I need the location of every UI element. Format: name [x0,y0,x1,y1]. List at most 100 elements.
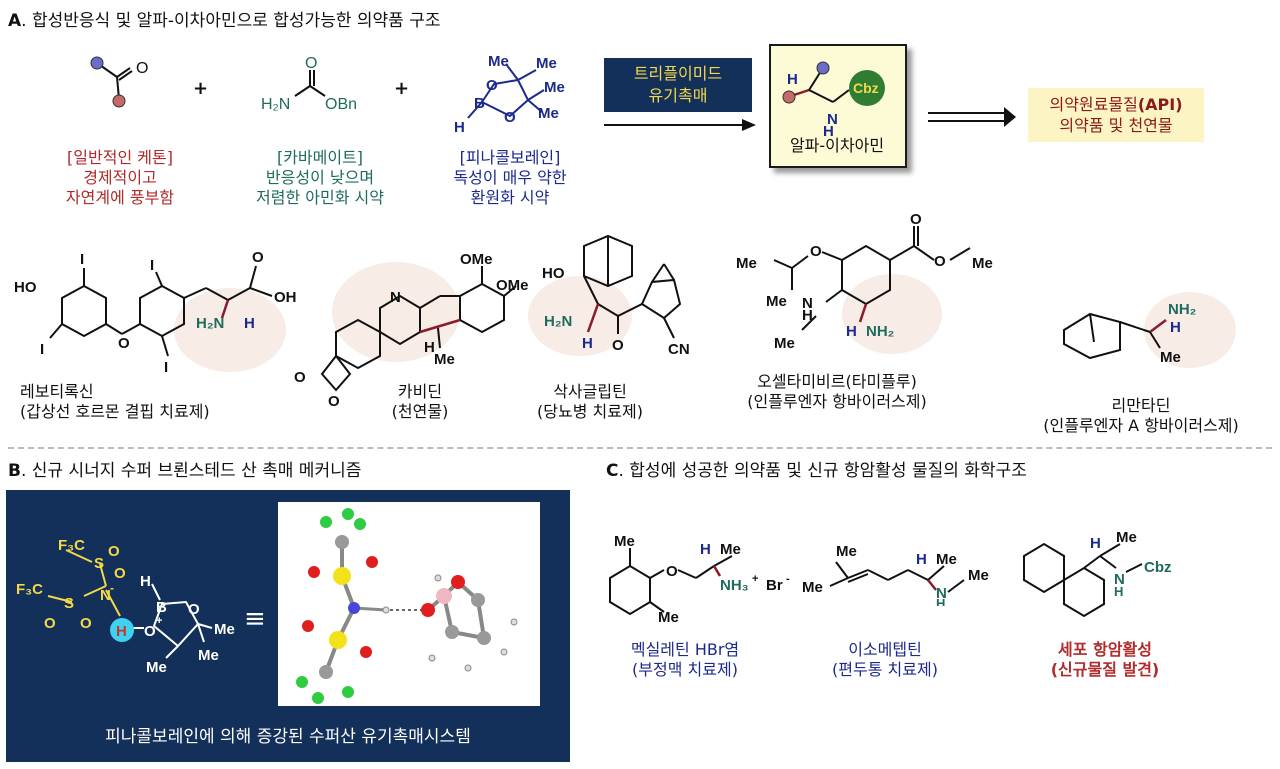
equivalence-sign: ≡ [244,604,266,634]
svg-text:F₃C: F₃C [16,581,43,598]
svg-text:O: O [44,615,56,632]
svg-text:+: + [752,573,758,585]
pinacolborane-structure: Me Me Me Me O O B H [454,53,565,136]
svg-text:HO: HO [14,279,37,296]
svg-text:N: N [1114,571,1125,588]
svg-text:Me: Me [536,55,557,72]
svg-text:S: S [64,595,74,612]
svg-text:Me: Me [146,659,167,676]
svg-text:H: H [1090,535,1101,552]
carbidine-label: 카비딘(천연물) [391,382,449,421]
oseltamivir-label: 오셀타미비르(타미플루)(인플루엔자 항바이러스제) [747,372,927,411]
svg-text:OH: OH [274,289,297,306]
svg-text:-: - [110,581,114,595]
svg-text:HO: HO [542,265,565,282]
svg-text:B: B [156,599,167,616]
svg-text:Me: Me [720,541,741,558]
mechanism-caption: 피나콜보레인에 의해 증강된 수퍼산 유기촉매시스템 [105,727,471,747]
svg-text:O: O [80,615,92,632]
svg-text:O: O [910,211,922,228]
product-label: 알파-이차아민 [789,136,885,155]
svg-text:OMe: OMe [496,277,529,294]
svg-text:I: I [80,251,84,268]
isometheptene-structure: Me Me H Me N H Me [802,543,989,606]
svg-text:O: O [305,56,317,72]
svg-text:H₂N: H₂N [544,313,572,330]
svg-text:Me: Me [198,647,219,664]
svg-text:O: O [328,393,340,410]
carbamate-structure: O H₂N OBn [261,56,357,113]
svg-text:O: O [666,563,678,580]
svg-text:+: + [156,615,162,627]
section-b-title: B. 신규 시너지 수퍼 브뢴스테드 산 촉매 메커니즘 [8,461,362,481]
svg-text:O: O [504,109,516,126]
svg-text:N: N [100,587,111,604]
svg-text:NH₂: NH₂ [1168,301,1196,318]
svg-text:Me: Me [434,351,455,368]
mechanism-structure: F₃C S O O N - F₃C S O O H O + H B O Me M… [16,537,235,676]
svg-text:OBn: OBn [325,96,357,113]
saxagliptin-label: 삭사글립틴(당뇨병 치료제) [537,382,643,421]
svg-text:H: H [916,551,927,568]
svg-text:N: N [827,111,838,128]
svg-text:B: B [474,95,485,112]
reaction-arrow [604,119,756,131]
section-a-title: A. 합성반응식 및 알파-이차아민으로 합성가능한 의약품 구조 [8,11,441,31]
saxagliptin-structure: HO H₂N H O CN [528,234,690,358]
svg-text:NH₂: NH₂ [866,323,894,340]
svg-text:O: O [108,543,120,560]
svg-text:O: O [294,369,306,386]
api-box: 의약원료물질(API) 의약품 및 천연물 [1028,88,1204,142]
svg-text:Me: Me [614,533,635,550]
svg-text:Me: Me [736,255,757,272]
svg-text:Cbz: Cbz [853,80,879,96]
alpha-secondary-amine-box [769,44,907,168]
levothyroxine-structure: HO I I O I I O OH H₂N H [14,249,297,376]
section-divider [8,447,1272,449]
svg-text:H: H [936,596,945,606]
svg-text:I: I [164,359,168,376]
plus-sign: + [193,78,209,99]
svg-text:-: - [786,573,790,585]
svg-text:H: H [424,339,435,356]
svg-text:N: N [936,585,947,602]
anticancer-compound-structure: H Me N H Cbz [1023,529,1172,618]
rimantadine-structure: NH₂ H Me [1063,292,1236,368]
svg-text:H: H [244,315,255,332]
svg-text:Me: Me [968,567,989,584]
svg-text:Br: Br [766,577,783,594]
ketone-structure: O [90,56,148,108]
isometheptene-label: 이소메텝틴(편두통 치료제) [832,640,938,679]
svg-text:O: O [118,335,130,352]
svg-text:CN: CN [668,341,690,358]
svg-text:I: I [150,257,154,274]
svg-text:H: H [454,119,465,136]
svg-text:O: O [144,623,156,640]
svg-text:N: N [390,289,401,306]
svg-text:H₂N: H₂N [261,96,290,113]
svg-text:O: O [486,77,498,94]
svg-text:Me: Me [1160,349,1181,366]
carbidine-structure: N H Me OMe OMe O O [294,251,529,410]
mexiletine-label: 멕실레틴 HBr염(부정맥 치료제) [630,640,740,679]
ball-stick-model [296,508,518,704]
svg-text:NH₃: NH₃ [720,577,749,594]
oseltamivir-structure: O O Me O Me Me N H Me H NH₂ [736,211,993,354]
svg-text:Me: Me [538,105,559,122]
svg-text:Me: Me [836,543,857,560]
svg-text:Me: Me [488,53,509,70]
svg-text:H: H [846,323,857,340]
svg-text:H: H [700,541,711,558]
svg-text:O: O [136,60,148,77]
svg-text:Me: Me [774,335,795,352]
amine-structure: H N H Cbz [782,61,885,136]
svg-text:H: H [1170,319,1181,336]
svg-text:I: I [40,341,44,358]
anticancer-label: 세포 항암활성(신규물질 발견) [1050,640,1160,679]
svg-text:H: H [823,123,834,136]
svg-text:H₂N: H₂N [196,315,224,332]
